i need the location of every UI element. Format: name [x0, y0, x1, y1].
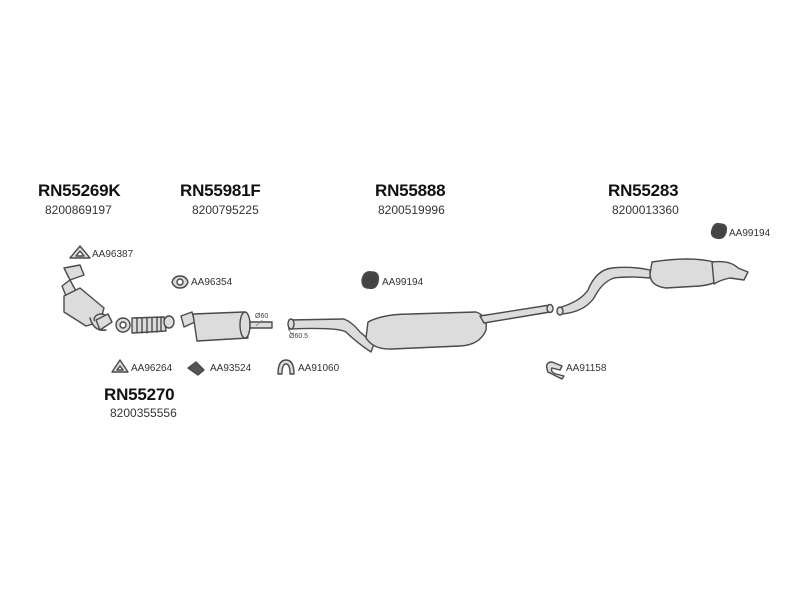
oem-number-label: 8200795225 [192, 203, 259, 217]
gasket-icon [111, 359, 129, 373]
dimension-leader [255, 319, 263, 327]
flexible-pipe-part [115, 315, 175, 334]
oem-number-label: 8200013360 [612, 203, 679, 217]
accessory-code-label: AA91060 [298, 363, 340, 374]
accessory-code-label: AA96387 [92, 249, 134, 260]
gasket-icon [69, 245, 91, 259]
accessory-code-label: AA99194 [382, 277, 424, 288]
part-code-label: RN55981F [180, 181, 261, 200]
oem-number-label: 8200519996 [378, 203, 445, 217]
part-code-label: RN55283 [608, 181, 679, 200]
accessory-code-label: AA96354 [191, 277, 233, 288]
particulate-filter-part [180, 311, 273, 342]
spring-bolt-icon [187, 361, 205, 376]
oem-number-label: 8200355556 [110, 406, 177, 420]
oem-number-label: 8200869197 [45, 203, 112, 217]
part-code-label: RN55269K [38, 181, 121, 200]
accessory-code-label: AA99194 [729, 228, 771, 239]
rubber-hanger-icon [361, 270, 380, 290]
rear-silencer-part [556, 258, 749, 316]
part-code-label: RN55888 [375, 181, 446, 200]
accessory-code-label: AA91158 [566, 363, 607, 374]
middle-silencer-part [287, 303, 554, 353]
gasket-icon [171, 275, 189, 289]
part-code-label: RN55270 [104, 385, 175, 404]
dimension-leader [287, 328, 293, 335]
pipe-clamp-icon [277, 359, 295, 375]
accessory-code-label: AA93524 [210, 363, 252, 374]
rubber-hanger-icon [710, 222, 728, 240]
accessory-code-label: AA96264 [131, 363, 173, 374]
catalytic-converter-part [61, 264, 113, 331]
hanger-clip-icon [545, 361, 565, 380]
diameter-label: Ø60 [255, 313, 269, 320]
diameter-label: Ø60.5 [289, 333, 309, 340]
